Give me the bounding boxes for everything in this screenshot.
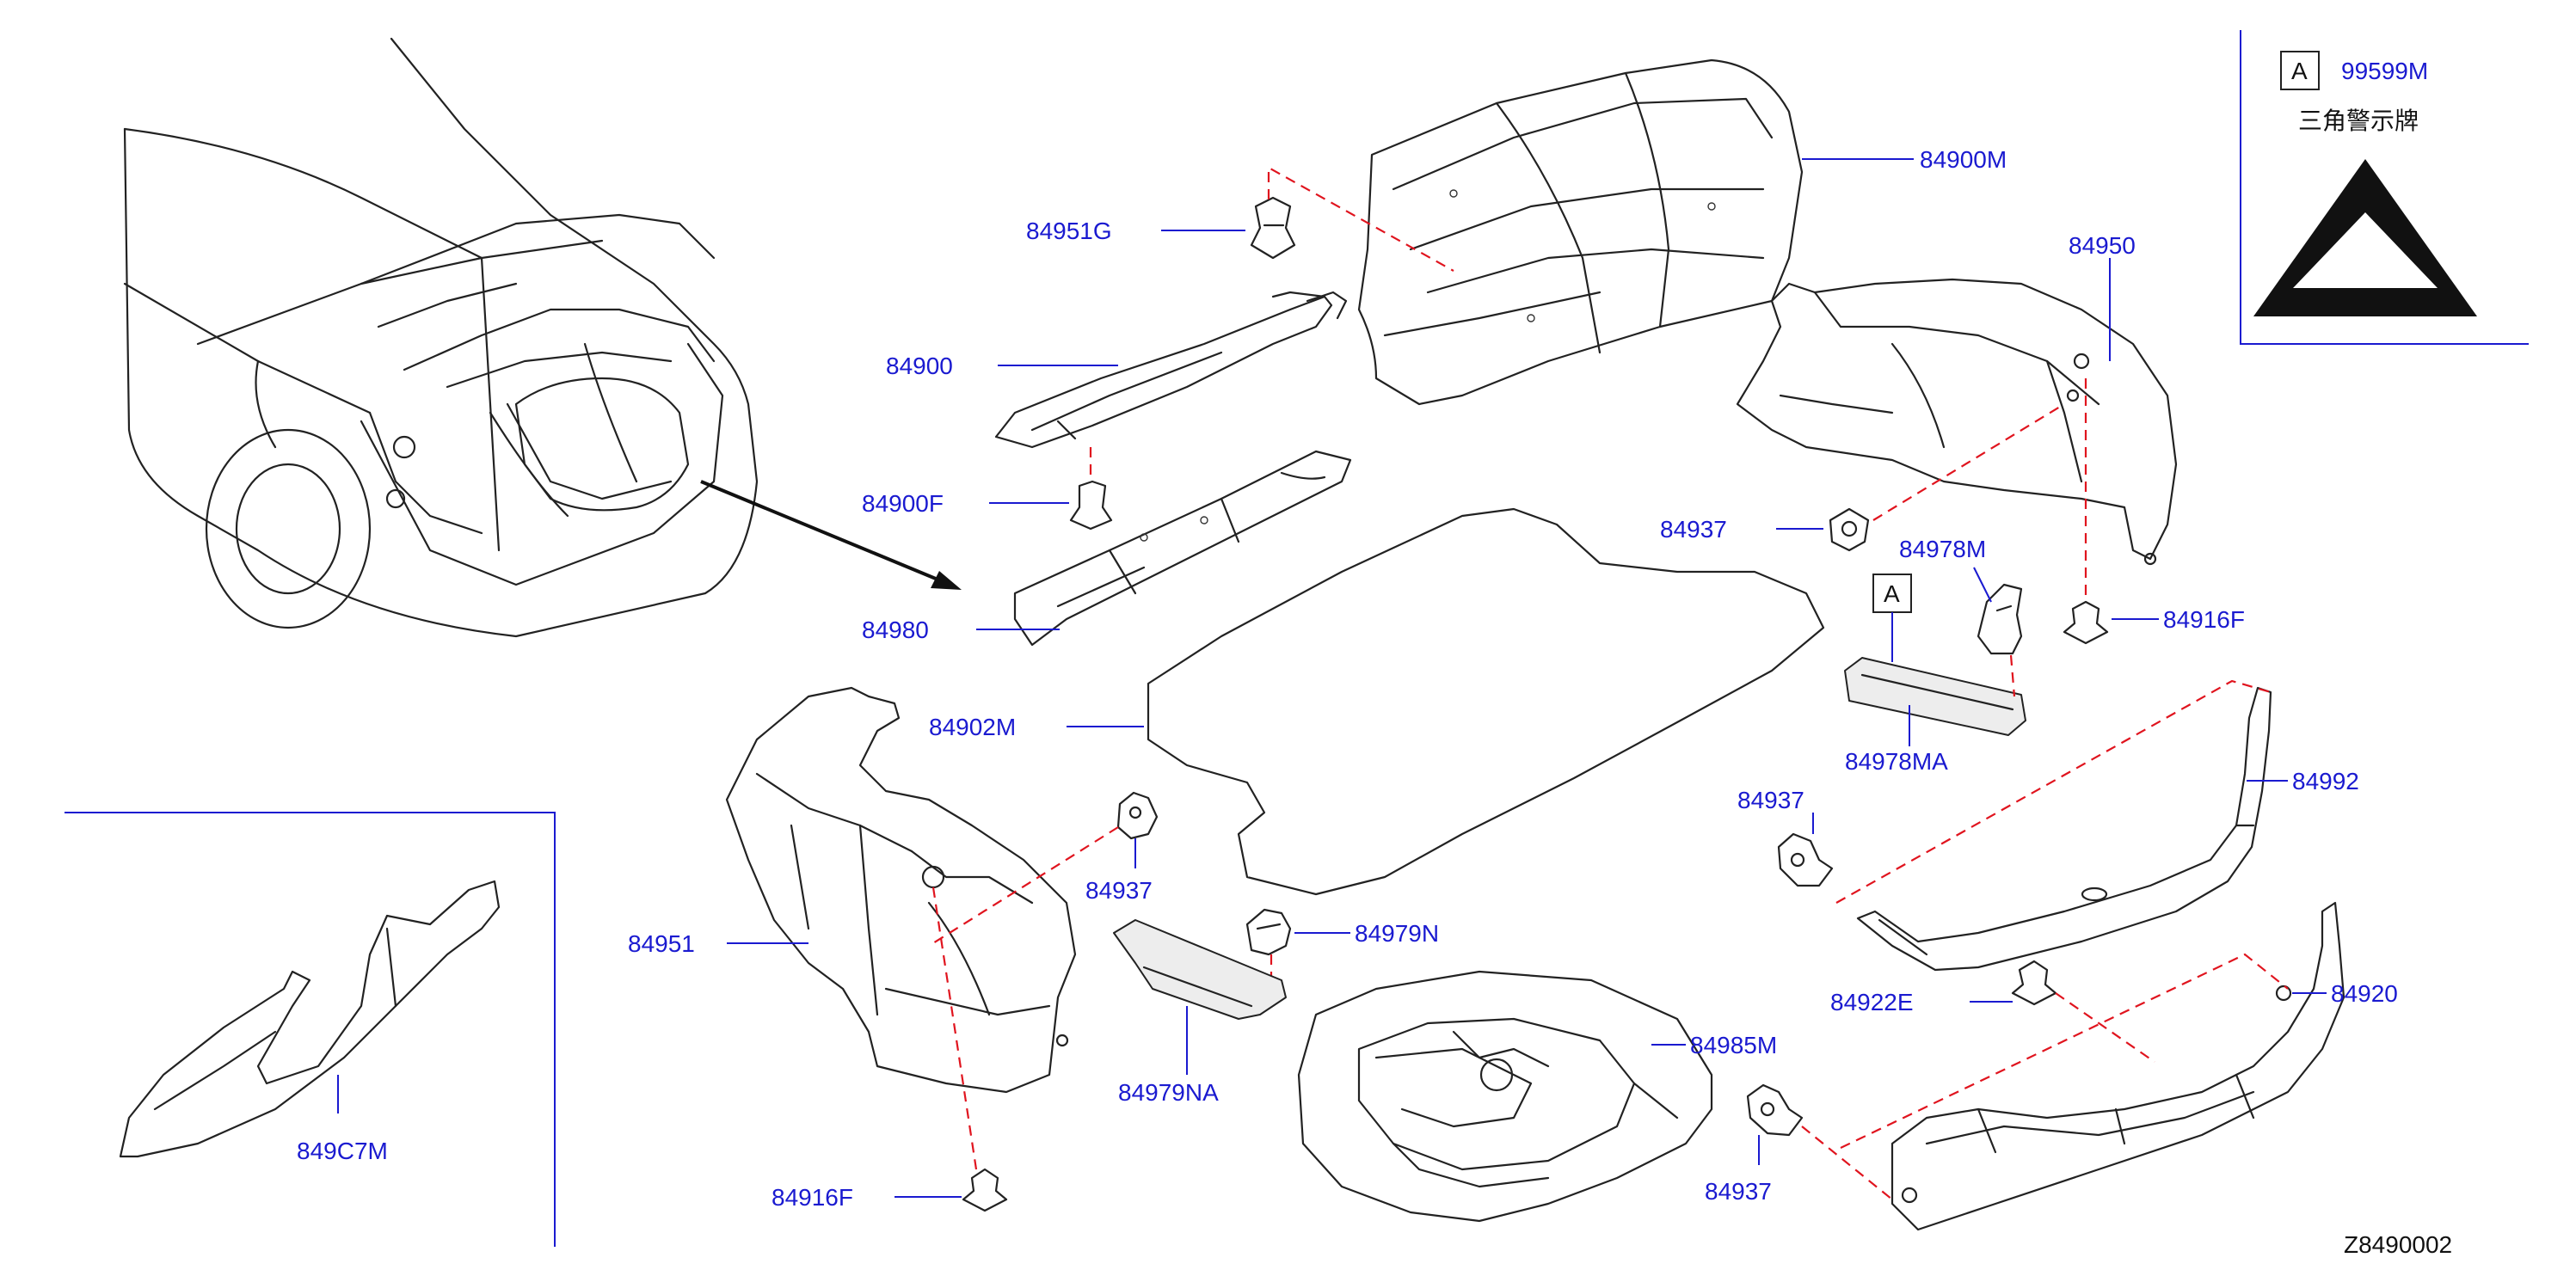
label-84937-b: 84937 xyxy=(1737,787,1804,813)
diagram-id: Z8490002 xyxy=(2344,1231,2452,1258)
inset-849C7M: 849C7M xyxy=(65,812,556,1247)
legend-ref-box xyxy=(2280,51,2320,90)
part-84937-clip-d: 84937 xyxy=(1705,1083,1893,1205)
label-84979N: 84979N xyxy=(1355,920,1439,947)
part-84979NA-tray: 84979NA xyxy=(1113,919,1287,1106)
label-84985M: 84985M xyxy=(1690,1032,1777,1058)
label-84920: 84920 xyxy=(2331,980,2398,1007)
label-84900: 84900 xyxy=(886,353,953,379)
part-84916F-clip-a: 84916F xyxy=(2063,378,2245,645)
part-84900F-clip: 84900F xyxy=(862,447,1113,531)
part-84980-panel: 84980 xyxy=(862,450,1352,647)
part-84951-side-finisher: 84951 xyxy=(628,686,1077,1170)
callout-box-a-letter: A xyxy=(1884,580,1900,607)
label-84900F: 84900F xyxy=(862,490,944,517)
part-84916F-clip-b: 84916F xyxy=(772,1168,1008,1212)
label-84950: 84950 xyxy=(2069,232,2136,259)
legend-part-number: 99599M xyxy=(2341,58,2428,84)
part-84950-side-finisher: 84950 xyxy=(1736,232,2178,566)
label-84978M: 84978M xyxy=(1899,536,1986,562)
part-84920-finisher: 84920 xyxy=(1840,901,2398,1231)
label-84916F-b: 84916F xyxy=(772,1184,853,1211)
label-84902M: 84902M xyxy=(929,714,1016,740)
label-84951G: 84951G xyxy=(1026,218,1112,244)
part-84979N-clip: 84979N xyxy=(1245,908,1439,997)
part-84900M-trunk-lid-finisher: 84900M xyxy=(1357,58,2007,406)
label-84951: 84951 xyxy=(628,930,695,957)
part-84978MA-bracket: 84978MA A xyxy=(1844,574,2026,775)
part-84937-clip-c: 84937 xyxy=(928,791,1159,947)
legend-ref-letter: A xyxy=(2291,58,2308,84)
part-84922E-clip: 84922E xyxy=(1830,960,2155,1063)
label-84978MA: 84978MA xyxy=(1845,748,1948,775)
label-84937-a: 84937 xyxy=(1660,516,1727,543)
label-84979NA: 84979NA xyxy=(1118,1079,1219,1106)
label-84900M: 84900M xyxy=(1920,146,2007,173)
part-84985M-tray: 84985M xyxy=(1297,970,1777,1223)
label-849C7M: 849C7M xyxy=(297,1138,388,1164)
label-84916F-a: 84916F xyxy=(2163,606,2245,633)
label-84992: 84992 xyxy=(2292,768,2359,794)
legend-description: 三角警示牌 xyxy=(2298,107,2419,135)
part-84937-clip-a: 84937 xyxy=(1660,403,2065,552)
part-84978M-holder: 84978M xyxy=(1899,536,2023,655)
part-84902M-floor-mat: 84902M xyxy=(929,507,1825,896)
label-84937-d: 84937 xyxy=(1705,1178,1772,1205)
direction-arrow xyxy=(700,480,962,590)
label-84980: 84980 xyxy=(862,617,929,643)
vehicle-rear-overview xyxy=(123,37,759,638)
part-84992-trim: 84992 xyxy=(1835,679,2359,972)
label-84922E: 84922E xyxy=(1830,989,1914,1015)
part-84937-clip-b: 84937 xyxy=(1737,787,1834,887)
label-84937-c: 84937 xyxy=(1085,877,1153,904)
part-84900-member: 84900 xyxy=(886,291,1348,449)
part-84951G-clip: 84951G xyxy=(1026,166,1454,272)
legend-box: A 99599M 三角警示牌 xyxy=(2240,30,2529,345)
